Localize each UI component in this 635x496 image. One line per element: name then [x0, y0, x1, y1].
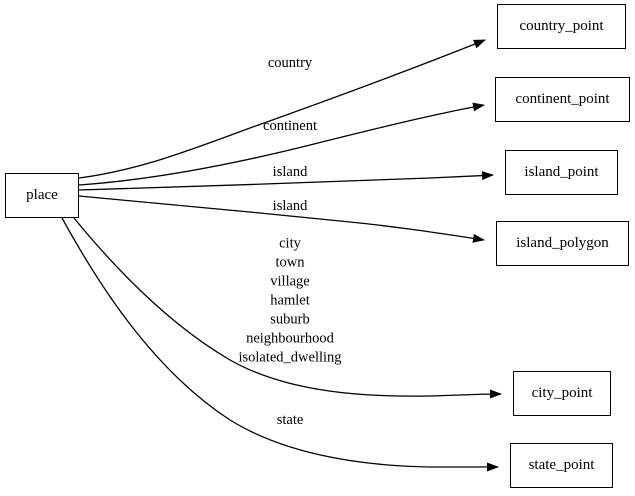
edge-label-line: city — [279, 235, 301, 252]
node-label: state_point — [528, 457, 595, 473]
edge-label-place-to-city_point: city town village hamlet suburb neighbourhood… — [238, 235, 341, 368]
edge-label-line: neighbourhood — [246, 330, 334, 347]
edge-label-line: suburb — [270, 311, 310, 328]
node-island_polygon[interactable]: island_polygon — [496, 221, 629, 266]
edge-label-place-to-island_point: island — [273, 165, 308, 180]
node-island_point[interactable]: island_point — [505, 150, 618, 195]
edge-label-place-to-island_polygon: island — [273, 199, 308, 214]
edge-label-line: hamlet — [270, 292, 310, 309]
edge-place-to-island_point — [78, 171, 494, 191]
node-label: continent_point — [515, 91, 610, 107]
edge-label-text: state — [276, 411, 304, 428]
node-label: island_point — [524, 164, 599, 180]
node-label: island_polygon — [516, 235, 609, 251]
edge-label-text: island — [272, 163, 308, 180]
edge-place-to-state_point — [61, 217, 499, 472]
node-state_point[interactable]: state_point — [510, 443, 613, 488]
edge-label-place-to-state_point: state — [277, 413, 304, 428]
node-label: city_point — [531, 385, 593, 401]
edge-place-to-country_point — [78, 39, 486, 179]
node-continent_point[interactable]: continent_point — [495, 77, 630, 122]
node-place[interactable]: place — [5, 173, 79, 218]
edge-label-place-to-country_point: country — [268, 56, 312, 71]
node-label: place — [26, 187, 58, 203]
edge-label-line: village — [270, 273, 310, 290]
edge-label-text: country — [267, 54, 313, 71]
node-label: country_point — [519, 18, 604, 34]
edge-place-to-continent_point — [78, 102, 485, 186]
edge-label-line: isolated_dwelling — [238, 349, 342, 366]
edge-place-to-city_point — [73, 217, 502, 399]
node-city_point[interactable]: city_point — [513, 371, 611, 416]
edge-label-line: town — [275, 254, 305, 271]
edge-place-to-island_polygon — [78, 195, 485, 243]
edge-label-text: continent — [263, 117, 317, 134]
node-country_point[interactable]: country_point — [497, 4, 626, 49]
edge-paths — [61, 39, 502, 472]
edge-label-place-to-continent_point: continent — [263, 119, 317, 134]
edge-label-text: island — [272, 197, 308, 214]
